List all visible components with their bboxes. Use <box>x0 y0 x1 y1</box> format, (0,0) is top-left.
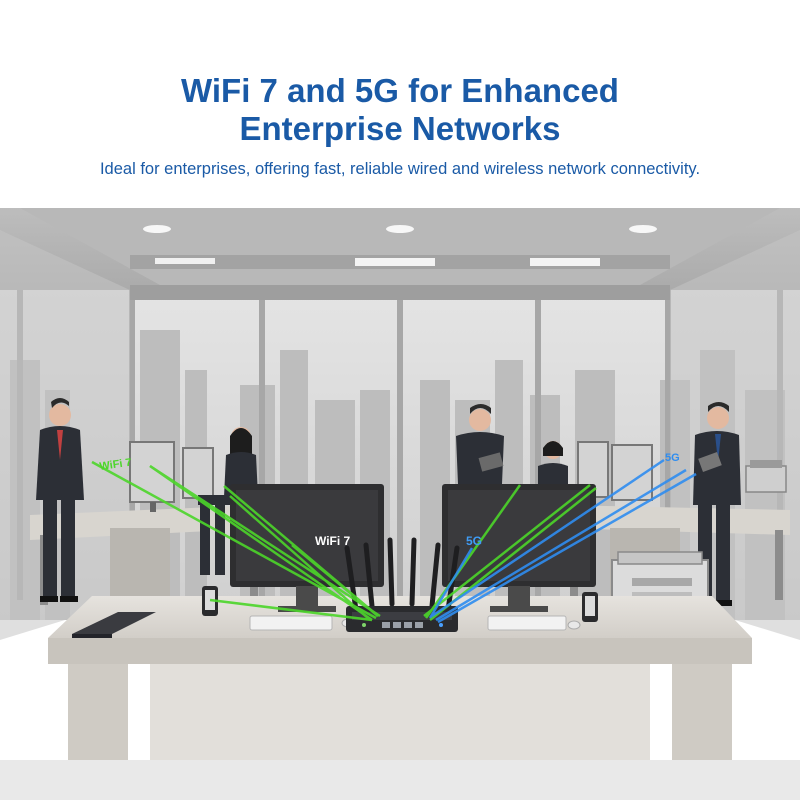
ceiling-light <box>530 258 600 266</box>
wifi7-signal-beams <box>91 460 597 622</box>
title-line-2: Enterprise Networks <box>239 110 561 147</box>
laptop-icon <box>72 612 156 638</box>
keyboard-icon <box>249 615 567 631</box>
monitor-icon <box>230 484 384 612</box>
tablet-icon <box>698 452 722 472</box>
ceiling-light <box>355 258 435 266</box>
ceiling-light <box>155 258 215 264</box>
downlight <box>386 225 414 233</box>
fiveg-label-center: 5G <box>466 534 482 548</box>
fiveg-signal-beams <box>428 458 697 624</box>
front-desk-edge <box>48 638 752 664</box>
window-header <box>130 285 670 300</box>
downlight <box>143 225 171 233</box>
fiveg-label-right: 5G <box>665 452 680 464</box>
page-title: WiFi 7 and 5G for Enhanced Enterprise Ne… <box>0 72 800 148</box>
printer-icon <box>611 460 787 619</box>
wifi7-label-center: WiFi 7 <box>315 534 351 548</box>
page-subtitle: Ideal for enterprises, offering fast, re… <box>99 160 701 178</box>
title-line-1: WiFi 7 and 5G for Enhanced <box>181 72 619 109</box>
downlight <box>629 225 657 233</box>
floor <box>0 760 800 800</box>
header: WiFi 7 and 5G for Enhanced Enterprise Ne… <box>0 0 800 205</box>
wifi7-label-left: WiFi 7 <box>99 457 133 473</box>
person-icon <box>36 398 741 606</box>
office-scene-svg: WiFi 7 WiFi 7 5G 5G <box>0 208 800 800</box>
office-illustration: WiFi 7 WiFi 7 5G 5G <box>0 208 800 800</box>
